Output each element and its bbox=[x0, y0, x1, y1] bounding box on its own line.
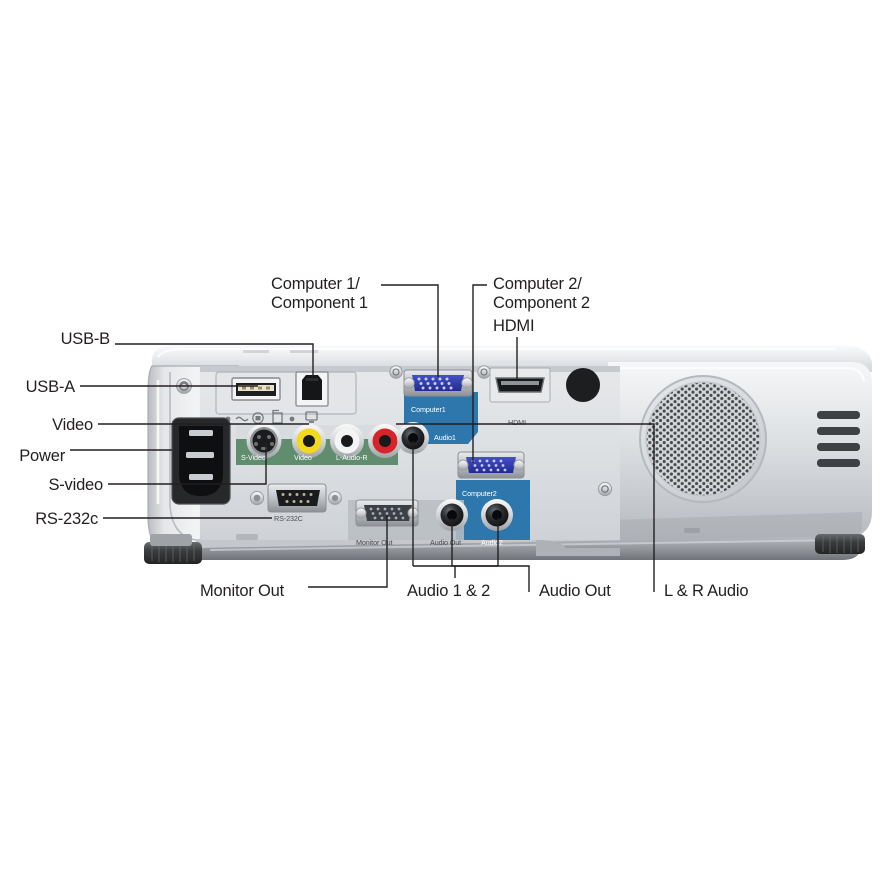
audio-out-jack-port bbox=[436, 499, 468, 531]
hdmi-port bbox=[489, 367, 551, 403]
callout-computer2-line1: Computer 2/ bbox=[493, 275, 582, 293]
base-tab-detail bbox=[236, 534, 258, 540]
base-latch-detail bbox=[684, 528, 700, 533]
right-body-top-highlight bbox=[618, 366, 866, 383]
port-silkscreen-labels: S-Video Video L-Audio-R Computer1 Audio1… bbox=[241, 405, 526, 547]
power-inlet-connector bbox=[171, 417, 231, 505]
video-rca-port bbox=[292, 424, 326, 458]
leader-computer1 bbox=[381, 284, 439, 377]
callout-power: Power bbox=[19, 447, 65, 465]
speaker-grille bbox=[639, 375, 767, 503]
callout-audio-1-2: Audio 1 & 2 bbox=[407, 582, 490, 600]
computer1-port-label: Computer1 bbox=[411, 405, 446, 414]
callout-monitor-out: Monitor Out bbox=[200, 582, 285, 600]
video-port-label: Video bbox=[294, 453, 312, 462]
leader-s-video bbox=[108, 443, 267, 485]
callout-computer1-line2: Component 1 bbox=[271, 294, 368, 312]
s-video-port-label: S-Video bbox=[241, 453, 266, 462]
audio1-port-label: Audio1 bbox=[434, 433, 456, 442]
callout-labels: USB-B USB-A Video Power S-video RS-232c … bbox=[19, 275, 748, 600]
hdmi-port-label: HDMI bbox=[508, 418, 526, 427]
base-rail-highlight bbox=[209, 539, 841, 551]
leader-usb-b bbox=[115, 343, 314, 379]
leader-monitor-out bbox=[308, 515, 388, 588]
top-decals bbox=[243, 350, 318, 353]
audio1-jack-port bbox=[397, 422, 429, 454]
callout-audio-out: Audio Out bbox=[539, 582, 611, 600]
computer2-port-label: Computer2 bbox=[462, 489, 497, 498]
usb-b-port bbox=[295, 371, 329, 407]
audio-left-rca-port bbox=[330, 424, 364, 458]
callout-l-r-audio: L & R Audio bbox=[664, 582, 748, 600]
audio2-jack-port bbox=[481, 499, 513, 531]
computer1-vga-port bbox=[403, 369, 473, 397]
computer2-vga-port bbox=[457, 451, 525, 479]
callout-usb-a: USB-A bbox=[26, 378, 76, 396]
top-deck-edge-highlight bbox=[157, 348, 836, 358]
monitor-out-port-label: Monitor Out bbox=[356, 538, 393, 547]
vent-slots bbox=[817, 411, 860, 467]
usb-a-port bbox=[231, 377, 281, 401]
callout-hdmi: HDMI bbox=[493, 317, 534, 335]
panel-screw-rs232-left bbox=[249, 490, 265, 506]
audio-out-port-label: Audio Out bbox=[430, 538, 461, 547]
panel-top-shadow bbox=[200, 366, 620, 372]
l-audio-r-port-label: L-Audio-R bbox=[336, 453, 367, 462]
panel-screw-lower-right bbox=[597, 481, 613, 497]
s-video-port bbox=[246, 423, 282, 459]
ir-sensor bbox=[566, 368, 600, 402]
rear-right-foot bbox=[815, 534, 865, 554]
leader-l-r-audio bbox=[396, 423, 655, 592]
rs-232c-port bbox=[267, 483, 342, 513]
panel-icon-row bbox=[225, 409, 318, 424]
callout-computer2-line2: Component 2 bbox=[493, 294, 590, 312]
projector-body bbox=[144, 345, 872, 564]
callout-video: Video bbox=[52, 416, 93, 434]
leader-computer2 bbox=[472, 284, 487, 463]
callout-usb-b: USB-B bbox=[61, 330, 111, 348]
left-corner-inner-seam bbox=[169, 372, 238, 541]
callout-computer1-line1: Computer 1/ bbox=[271, 275, 360, 293]
callout-rs-232c: RS-232c bbox=[35, 510, 98, 528]
callout-s-video: S-video bbox=[48, 476, 103, 494]
right-body-bottom-shade bbox=[612, 512, 862, 544]
panel-screw-hdmi-left bbox=[477, 365, 491, 379]
leader-lines bbox=[70, 284, 655, 592]
leader-audio-out bbox=[451, 518, 530, 592]
front-left-foot bbox=[144, 534, 202, 564]
panel-screw-computer1-left bbox=[389, 365, 403, 379]
audio2-port-label: Audio2 bbox=[481, 538, 503, 547]
audio-right-rca-port bbox=[368, 424, 402, 458]
rs-232c-port-label: RS-232C bbox=[274, 514, 303, 523]
base-notch bbox=[536, 540, 620, 556]
